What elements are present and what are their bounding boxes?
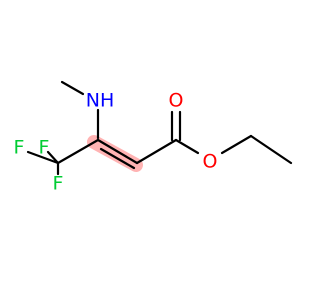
- bond-c3-c2: [96, 138, 139, 165]
- fluorine-left-label: F: [14, 137, 25, 159]
- bond-c1-o-ester: [174, 138, 200, 155]
- bond-c-f-left: [26, 150, 60, 165]
- ester-oxygen-label: O: [203, 151, 218, 173]
- molecule-canvas: NH O O F F F: [14, 80, 293, 195]
- bond-c2-c1: [135, 138, 178, 165]
- fluorine-bottom-label: F: [53, 173, 64, 195]
- double-bond-highlight: [87, 135, 143, 172]
- nh-label: NH: [86, 90, 115, 112]
- bond-o-ch2: [220, 134, 253, 155]
- structure-diagram: NH O O F F F: [14, 80, 293, 195]
- bond-c-f-mid: [46, 150, 60, 165]
- bond-methyl-n: [60, 80, 85, 96]
- carbonyl-oxygen-label: O: [169, 90, 184, 112]
- fluorine-mid-label: F: [39, 137, 50, 159]
- bond-c3-cf3: [56, 138, 100, 165]
- bond-c3-c2-inner: [99, 147, 136, 170]
- bond-ch2-ch3: [249, 134, 293, 165]
